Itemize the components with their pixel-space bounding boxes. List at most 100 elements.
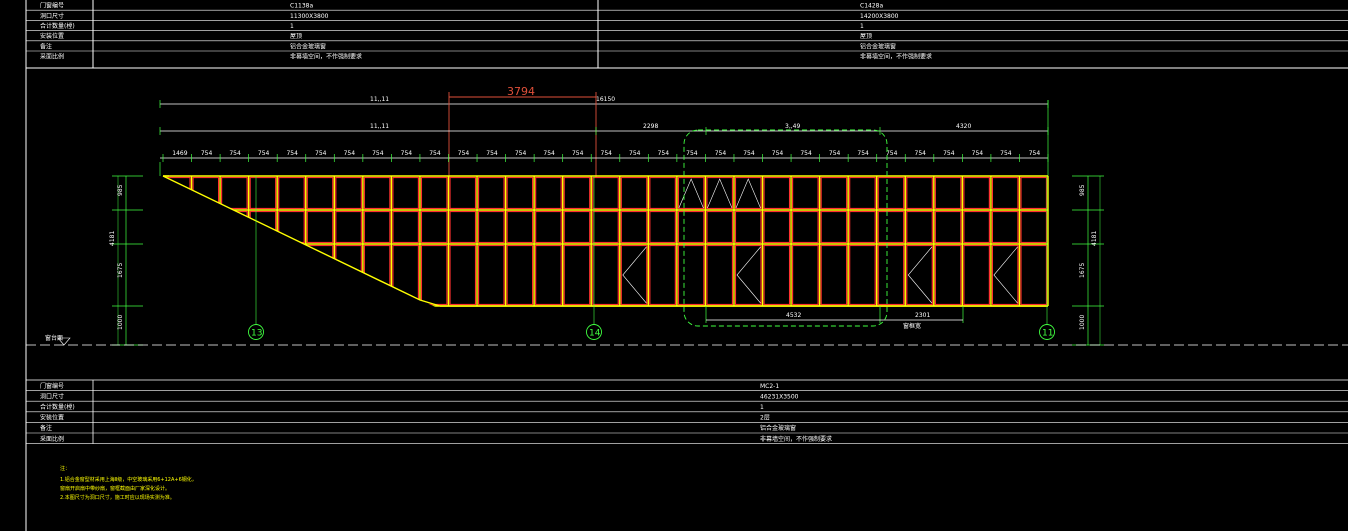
height-label: 1675 (1079, 263, 1086, 278)
module-label: 754 (601, 150, 613, 157)
glass-pane-outline (706, 210, 734, 244)
notes-line: 窗扇开启扇中带纱扇，窗框截面由厂家深化设计。 (60, 485, 170, 492)
glass-pane-outline (877, 176, 905, 210)
glass-pane-outline (306, 210, 334, 244)
module-label: 754 (772, 150, 784, 157)
table-row-label: 安装位置 (40, 414, 64, 422)
glass-pane-outline (620, 244, 648, 306)
glass-pane-outline (278, 176, 305, 210)
glass-pane-outline (963, 210, 991, 244)
glass-pane-outline (849, 210, 876, 244)
glass-pane-outline (649, 210, 676, 244)
module-label: 754 (743, 150, 755, 157)
casement-opening-mark (622, 246, 647, 304)
module-label: 754 (915, 150, 927, 157)
awning-opening-mark (678, 178, 704, 209)
glass-pane-outline (820, 176, 848, 210)
notes-line: 2.本图尺寸为洞口尺寸，施工时应以现场实测为准。 (60, 494, 175, 501)
glass-pane-outline (592, 176, 619, 210)
sub-dimension-label: 2298 (643, 123, 658, 130)
glass-pane-outline (420, 210, 448, 244)
table-row-label: 合计数量(樘) (40, 403, 75, 411)
glass-pane-outline (906, 244, 933, 306)
module-label: 754 (1000, 150, 1012, 157)
glass-pane-outline (249, 176, 277, 210)
glass-pane-outline (306, 176, 334, 210)
glass-pane-outline (649, 176, 676, 210)
glass-pane-outline (849, 244, 876, 306)
module-label: 754 (458, 150, 470, 157)
glass-pane-outline (392, 176, 420, 210)
table-cell: C1138a (290, 3, 313, 10)
glass-pane-outline (535, 176, 562, 210)
casement-opening-mark (736, 246, 761, 304)
glass-pane-outline (706, 176, 734, 210)
table-row-label: 备注 (40, 42, 52, 50)
glass-pane-outline (1020, 176, 1048, 210)
module-label: 754 (629, 150, 641, 157)
glass-pane-outline (677, 210, 705, 244)
axis-label: 13 (251, 329, 262, 339)
glass-pane-outline (991, 176, 1019, 210)
module-label: 754 (658, 150, 670, 157)
notes-block: 注：1.铝合金窗型材采用上海Ⅱ级，中空玻璃采用6+12A+6钢化， 窗扇开启扇中… (60, 465, 197, 501)
glass-pane-outline (1020, 210, 1048, 244)
table-cell: 1 (760, 404, 764, 411)
glass-pane-outline (592, 244, 619, 306)
glass-pane-outline (563, 176, 591, 210)
sub-dimension-label: 11,,11 (370, 123, 389, 130)
glass-pane-outline (649, 244, 676, 306)
table-cell: C1428a (860, 3, 883, 10)
glass-pane-outline (392, 210, 420, 244)
glass-pane-outline (535, 244, 562, 306)
glass-pane-outline (849, 176, 876, 210)
glass-pane-outline (734, 244, 762, 306)
glass-pane-outline (763, 210, 791, 244)
glass-pane-outline (934, 210, 962, 244)
table-row-label: 采面比例 (40, 53, 64, 61)
axis-bubble (1039, 324, 1055, 340)
awning-opening-mark (707, 178, 733, 209)
bottom-dim-label: 2301 (915, 312, 930, 319)
glass-pane-outline (363, 210, 391, 244)
sub-dimension-label: 3,,49 (785, 123, 800, 130)
glass-pane-outline (677, 176, 705, 210)
module-label: 754 (715, 150, 727, 157)
glass-pane-outline (620, 176, 648, 210)
table-cell: 1 (860, 23, 864, 30)
height-label: 1000 (117, 315, 124, 330)
module-label: 754 (800, 150, 812, 157)
table-row-label: 安装位置 (40, 32, 64, 40)
height-label: 1000 (1079, 315, 1086, 330)
awning-opening-mark (735, 178, 761, 209)
glass-pane-outline (477, 210, 505, 244)
overall-dimension-label: 16150 (596, 96, 615, 103)
axis-label: 14 (589, 329, 601, 339)
table-cell: 铝合金玻璃窗 (860, 42, 896, 50)
glass-pane-outline (877, 210, 905, 244)
glass-pane-outline (963, 176, 991, 210)
glass-pane-outline (420, 176, 448, 210)
module-label: 754 (344, 150, 356, 157)
glass-pane-outline (563, 244, 591, 306)
overall-dimension-label: 11,,11 (370, 96, 389, 103)
glass-pane-outline (420, 244, 448, 306)
glass-pane-outline (506, 210, 534, 244)
glass-pane-outline (449, 176, 477, 210)
module-label: 754 (972, 150, 984, 157)
glass-pane-outline (449, 210, 477, 244)
casement-opening-mark (907, 246, 933, 304)
height-label: 985 (1079, 184, 1086, 196)
glass-pane-outline (991, 244, 1019, 306)
slope-frame (162, 175, 441, 307)
module-label: 754 (515, 150, 527, 157)
glass-pane-outline (535, 210, 562, 244)
module-label: 754 (201, 150, 213, 157)
glass-pane-outline (477, 244, 505, 306)
module-label: 754 (886, 150, 898, 157)
axis-bubble (586, 324, 602, 340)
